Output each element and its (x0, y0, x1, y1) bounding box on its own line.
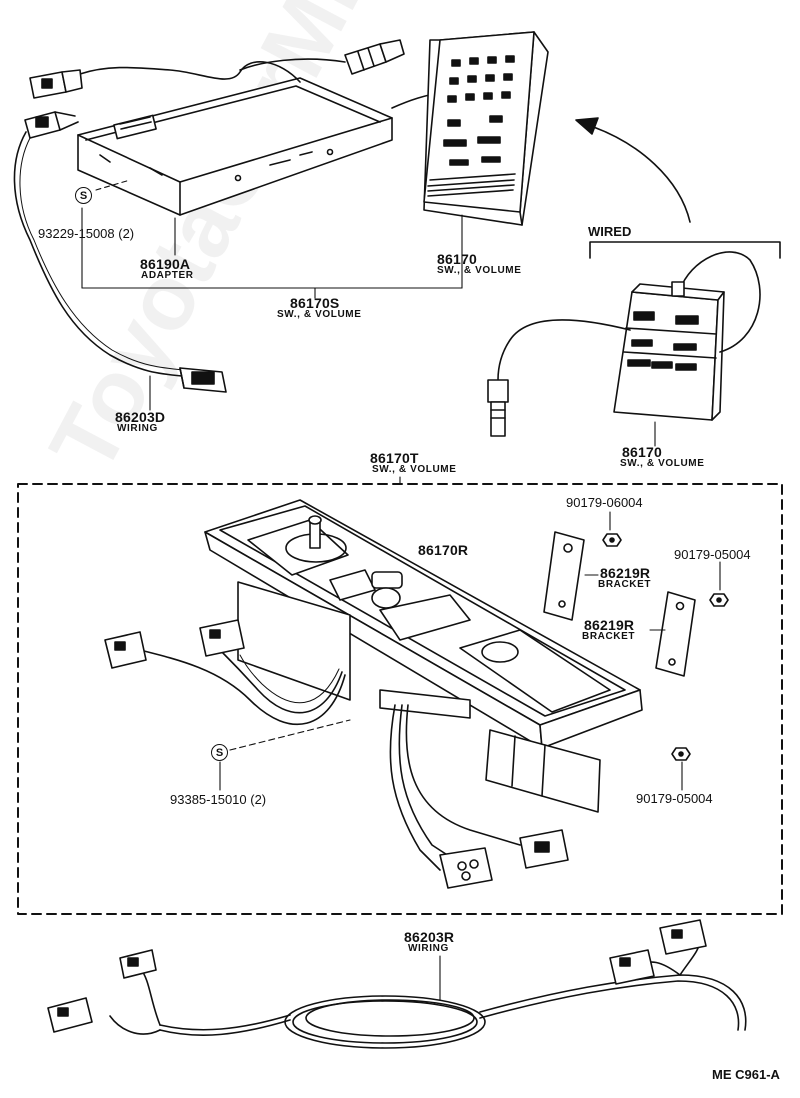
bracket-1-drawing (543, 531, 585, 621)
wireless-remote-desc: SW., & VOLUME (437, 265, 522, 276)
set-part-number: 86170S (290, 295, 340, 311)
nut-drawings (602, 533, 729, 761)
console-connector-left-1 (104, 631, 147, 669)
screw-mark-bottom: S (211, 744, 228, 761)
connector-left-small (24, 111, 79, 139)
wired-plug (487, 379, 509, 437)
drawing-code: ME C961-A (712, 1067, 780, 1082)
adapter-part-number: 86190A (140, 256, 191, 272)
arrow-line (584, 123, 691, 223)
screw-bottom-leader (229, 719, 351, 751)
bracket-2-desc: BRACKET (582, 631, 636, 642)
console-part-number: 86170R (418, 542, 469, 558)
adapter-desc: ADAPTER (141, 270, 194, 281)
console-harness-left (139, 649, 346, 726)
wired-bracket-line (589, 241, 781, 259)
kit-t-part-number: 86170T (370, 450, 419, 466)
console-connector-bottom-1 (439, 847, 493, 889)
wiring-r-part-number: 86203R (404, 929, 455, 945)
connector-top-left (29, 69, 83, 99)
adapter-drawing (77, 77, 393, 216)
console-harness-bottom (389, 704, 441, 871)
wiring-r-desc: WIRING (408, 943, 449, 954)
wiring-d-desc: WIRING (117, 423, 158, 434)
adapter-cable-top (79, 61, 301, 83)
wired-remote-part-number: 86170 (622, 444, 662, 460)
plug-top (344, 39, 405, 75)
bracket-2-part-number: 86219R (584, 617, 635, 633)
wireless-remote-drawing (423, 31, 549, 226)
bracket-1-part-number: 86219R (600, 565, 651, 581)
connector-86203D (179, 367, 227, 393)
kit-t-desc: SW., & VOLUME (372, 464, 457, 475)
bracket-1-desc: BRACKET (598, 579, 652, 590)
nut-3-code: 90179-05004 (636, 791, 713, 806)
nut-1-code: 90179-06004 (566, 495, 643, 510)
console-connector-left-2 (199, 619, 245, 657)
wired-remote-drawing (613, 283, 725, 421)
screw-mark-top: S (75, 187, 92, 204)
wired-section-label: WIRED (588, 224, 632, 239)
screw-top-code: 93229-15008 (2) (38, 226, 135, 241)
arrow-head (575, 117, 599, 135)
console-86170R-drawing (204, 499, 643, 813)
wiring-86203R-connectors (47, 919, 707, 1033)
wired-cable-top (679, 251, 761, 353)
wired-plug-top (671, 281, 685, 297)
bracket-2-drawing (655, 591, 696, 677)
nut-2-code: 90179-05004 (674, 547, 751, 562)
wiring-86203R-drawing (109, 939, 747, 1049)
wired-cable-left (497, 319, 631, 381)
wiring-d-part-number: 86203D (115, 409, 166, 425)
wired-remote-desc: SW., & VOLUME (620, 458, 705, 469)
screw-bottom-code: 93385-15010 (2) (170, 792, 267, 807)
wiring-86203D-path (13, 131, 183, 377)
console-connector-bottom-2 (519, 829, 569, 869)
set-desc: SW., & VOLUME (277, 309, 362, 320)
wireless-remote-part-number: 86170 (437, 251, 477, 267)
